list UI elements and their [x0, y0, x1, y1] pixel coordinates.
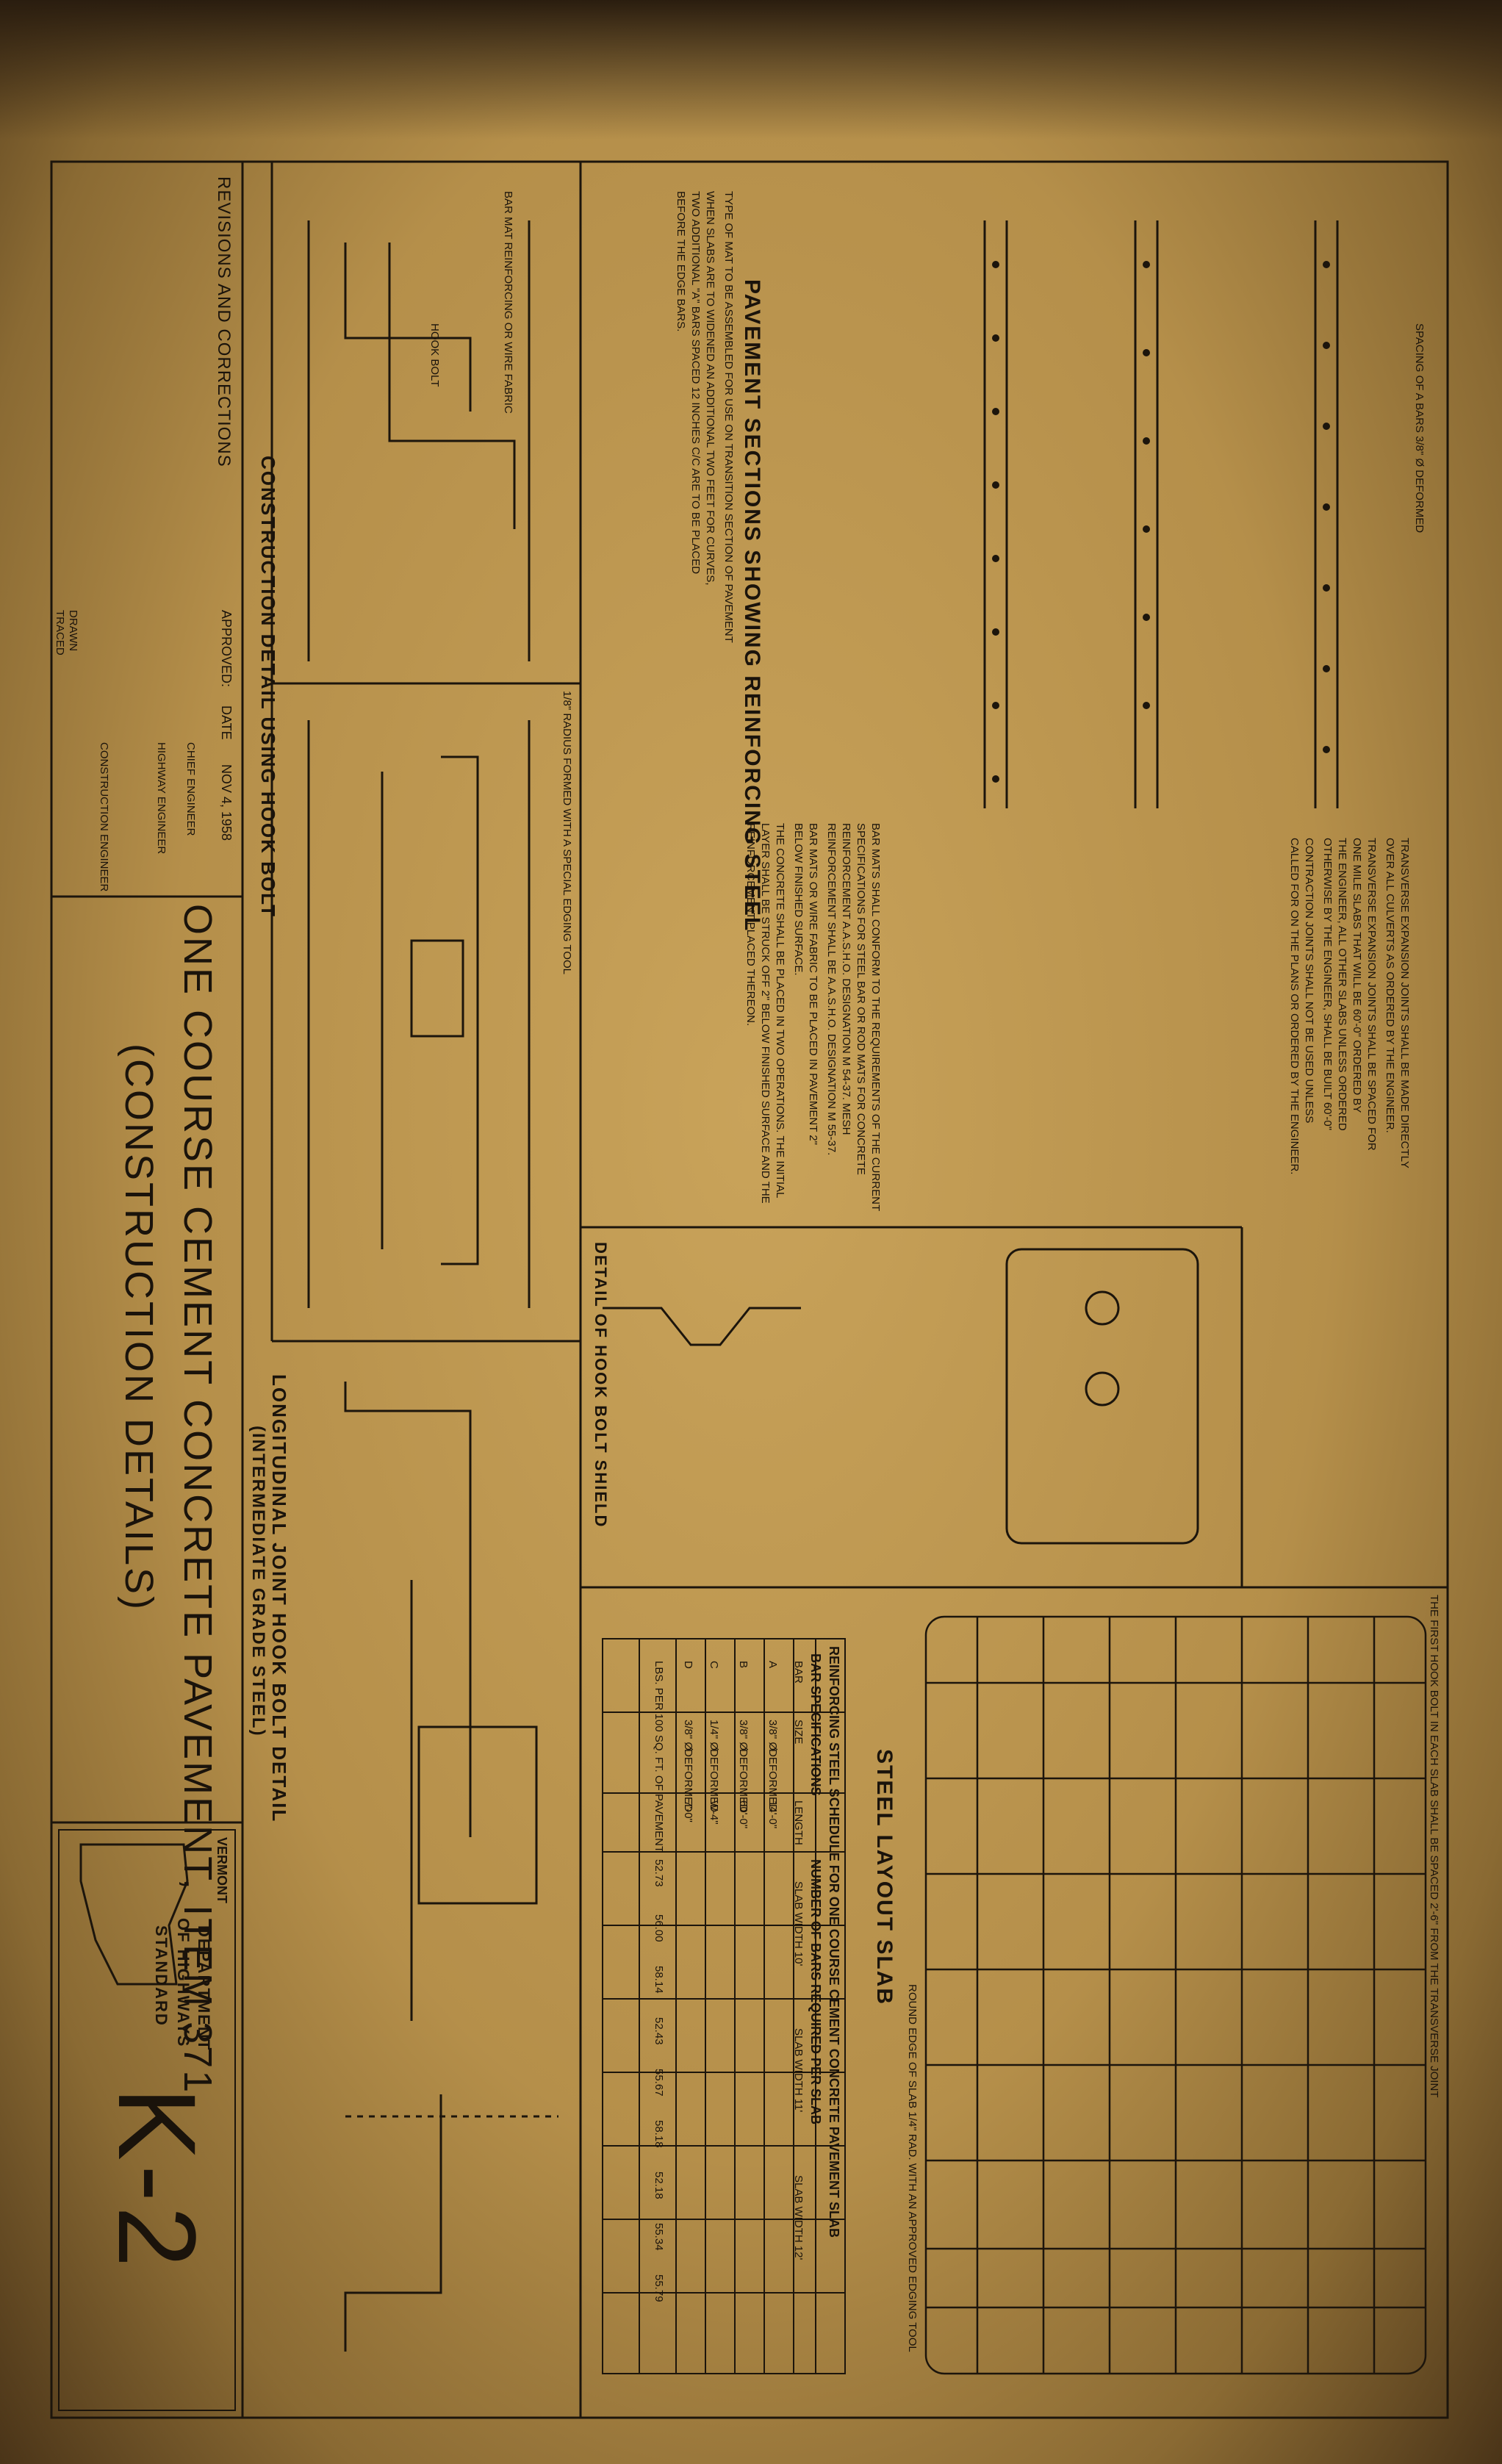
sched-lbs-8: 55.34 [653, 2223, 665, 2251]
sched-row-b-bar: B [737, 1661, 750, 1669]
note-transverse-1: TRANSVERSE EXPANSION JOINTS SHALL BE MAD… [1398, 838, 1411, 1168]
sched-lbs-5: 55.67 [653, 2069, 665, 2097]
title-line1: ONE COURSE CEMENT CONCRETE PAVEMENT, ITE… [176, 904, 220, 2095]
sched-lbs-2: 56.00 [653, 1914, 665, 1942]
note-transverse-5: THE ENGINEER, ALL OTHER SLABS UNLESS ORD… [1336, 838, 1348, 1131]
note-barmats-3: REINFORCEMENT A.A.S.H.O. DESIGNATION M 5… [840, 823, 852, 1135]
steel-layout-heading: STEEL LAYOUT SLAB [872, 1749, 896, 2006]
hook-bolt-shield-heading: DETAIL OF HOOK BOLT SHIELD [592, 1242, 610, 1529]
construction-engineer: CONSTRUCTION ENGINEER [98, 742, 110, 892]
sheet-number: K-2 [96, 2087, 219, 2272]
agency-line2: OF HIGHWAYS [174, 1918, 193, 2048]
note-barmats-2: SPECIFICATIONS FOR STEEL BAR OR ROD MATS… [855, 823, 867, 1175]
sched-row-c-bar: C [708, 1661, 720, 1669]
bar-spec-heading: BAR SPECIFICATIONS [808, 1653, 823, 1796]
sched-header-w12: SLAB WIDTH 12' [792, 2175, 805, 2260]
note-first-hook: THE FIRST HOOK BOLT IN EACH SLAB SHALL B… [1428, 1595, 1440, 2098]
note-transverse-4: ONE MILE SLABS THAT WILL BE 60'-0" ORDER… [1351, 838, 1363, 1113]
note-transverse-6: OTHERWISE BY THE ENGINEER, SHALL BE BUIL… [1321, 838, 1334, 1131]
sched-row-d-size: 3/8" Ø [682, 1720, 694, 1751]
bars-required-heading: NUMBER OF BARS REQUIRED PER SLAB [808, 1859, 823, 2125]
sched-row-b-length: 60'-0" [737, 1800, 750, 1829]
sched-row-a-bar: A [766, 1661, 779, 1669]
note-mat-2: WHEN SLABS ARE TO WIDENED AN ADDITIONAL … [704, 191, 716, 586]
date-label: DATE [219, 705, 234, 740]
longitudinal-joint-subheading: (INTERMEDIATE GRADE STEEL) [248, 1426, 268, 1737]
sched-header-bar: BAR [792, 1661, 805, 1684]
sched-lbs-3: 58.14 [653, 1966, 665, 1994]
note-transverse-3: TRANSVERSE EXPANSION JOINTS SHALL BE SPA… [1365, 838, 1378, 1151]
note-round-edge: ROUND EDGE OF SLAB 1/4" RAD. WITH AN APP… [906, 1984, 919, 2352]
sched-lbs-1: 52.73 [653, 1859, 665, 1887]
construction-detail-heading: CONSTRUCTION DETAIL USING HOOK BOLT [257, 456, 279, 918]
note-transverse-7: CONTRACTION JOINTS SHALL NOT BE USED UNL… [1303, 838, 1315, 1124]
sched-lbs-6: 58.18 [653, 2120, 665, 2148]
note-mat-4: BEFORE THE EDGE BARS. [675, 191, 687, 332]
sched-row-b-size: 3/8" Ø [737, 1720, 750, 1751]
sched-header-w10: SLAB WIDTH 10' [792, 1881, 805, 1966]
sched-row-a-size: 3/8" Ø [766, 1720, 779, 1751]
sched-lbs-9: 55.79 [653, 2274, 665, 2302]
highway-engineer: HIGHWAY ENGINEER [155, 742, 168, 855]
sched-header-length: LENGTH [792, 1800, 805, 1845]
sched-header-size: SIZE [792, 1720, 805, 1745]
note-barmats-5: BAR MATS OR WIRE FABRIC TO BE PLACED IN … [807, 823, 819, 1145]
sched-row-d-length: 7'-0" [682, 1800, 694, 1822]
traced-label: TRACED [54, 610, 66, 655]
sched-lbs-4: 52.43 [653, 2017, 665, 2045]
note-barmats-8: LAYER SHALL BE STRUCK OFF 2" BELOW FINIS… [759, 823, 772, 1204]
revisions-label: REVISIONS AND CORRECTIONS [214, 176, 234, 467]
note-barmats-1: BAR MATS SHALL CONFORM TO THE REQUIREMEN… [869, 823, 882, 1212]
note-mat-1: TYPE OF MAT TO BE ASSEMBLED FOR USE ON T… [722, 191, 735, 643]
note-barmats-7: THE CONCRETE SHALL BE PLACED IN TWO OPER… [774, 823, 786, 1199]
drawn-label: DRAWN [67, 610, 79, 652]
approved-label: APPROVED: [219, 610, 234, 688]
title-line2: (CONSTRUCTION DETAILS) [117, 1044, 161, 1612]
agency-state: VERMONT [215, 1837, 229, 1903]
date-value: NOV 4, 1958 [219, 764, 234, 841]
longitudinal-joint-heading: LONGITUDINAL JOINT HOOK BOLT DETAIL [268, 1374, 290, 1823]
note-barmats-6: BELOW FINISHED SURFACE. [792, 823, 805, 976]
sched-row-a-length: 14'-0" [766, 1800, 779, 1829]
sched-row-d-bar: D [682, 1661, 694, 1669]
note-transverse-2: OVER ALL CULVERTS AS ORDERED BY THE ENGI… [1384, 838, 1396, 1133]
sched-lbs-label: LBS. PER 100 SQ. FT. OF PAVEMENT [653, 1661, 665, 1853]
schedule-heading: REINFORCING STEEL SCHEDULE FOR ONE COURS… [827, 1646, 841, 2238]
sched-row-c-length: W-4" [708, 1800, 720, 1825]
note-bar-mat-fabric: BAR MAT REINFORCING OR WIRE FABRIC [502, 191, 514, 414]
sched-lbs-7: 52.18 [653, 2172, 665, 2199]
note-mat-3: TWO ADDITIONAL "A" BARS SPACED 12 INCHES… [689, 191, 702, 575]
note-spacing-a: SPACING OF A BARS 3/8" Ø DEFORMED [1413, 323, 1426, 534]
note-barmats-4: REINFORCEMENT SHALL BE A.A.S.H.O. DESIGN… [825, 823, 838, 1156]
chief-engineer: CHIEF ENGINEER [184, 742, 197, 836]
agency-line1: DEPARTMENT [195, 1925, 213, 2052]
note-hook-bolt: HOOK BOLT [428, 323, 441, 387]
agency-line3: STANDARD [152, 1925, 170, 2027]
sched-header-w11: SLAB WIDTH 11' [792, 2028, 805, 2113]
note-edging-tool: 1/8" RADIUS FORMED WITH A SPECIAL EDGING… [561, 691, 573, 974]
note-barmats-9: REINFORCEMENT PLACED THEREON. [744, 823, 757, 1027]
sched-row-c-size: 1/4" Ø [708, 1720, 720, 1751]
note-transverse-8: CALLED FOR ON THE PLANS OR ORDERED BY TH… [1288, 838, 1301, 1175]
